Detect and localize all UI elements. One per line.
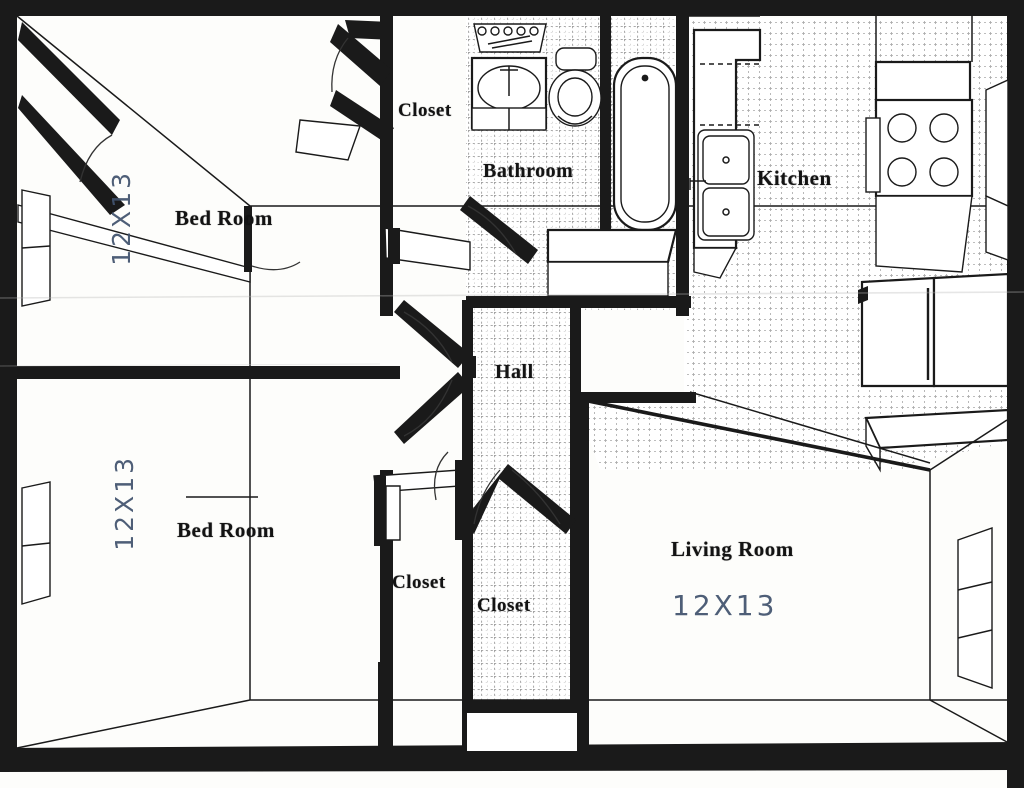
wall-hall-south — [462, 700, 582, 712]
hall-closet-doors — [464, 464, 576, 534]
bathroom-fixtures — [460, 23, 678, 297]
light-bulbs — [477, 26, 539, 36]
kitchen-sink-counter — [689, 28, 762, 279]
hall-threshold — [465, 711, 579, 753]
oven-handle — [865, 117, 881, 193]
bedroom-upper — [17, 20, 471, 307]
bedroom-upper-window — [21, 189, 51, 307]
bedroom-lower-window — [21, 481, 51, 605]
living-room — [578, 391, 1008, 752]
wall-hall-east — [570, 300, 581, 755]
faucet-icon — [500, 66, 518, 96]
wall-between-bedrooms — [0, 366, 400, 379]
bathroom-lower-cabinet — [546, 228, 678, 297]
wall-living-north — [576, 392, 696, 403]
wall-tub-alcove — [600, 16, 611, 246]
kitchen-fixtures — [689, 15, 1010, 473]
bedroom-lower — [21, 451, 468, 752]
refrigerator — [858, 272, 1010, 388]
bathtub — [612, 56, 678, 232]
toilet — [548, 47, 602, 127]
hall-door-upper-bedroom — [394, 300, 476, 444]
kitchen-peninsula — [864, 408, 1010, 473]
bedroom-upper-closet-doors — [295, 20, 471, 271]
bathroom-door — [460, 196, 538, 264]
living-perspective-ceiling — [582, 398, 931, 472]
exterior-wall-right — [1007, 0, 1024, 788]
kitchen-tall-cabinet — [985, 78, 1009, 261]
hall — [394, 300, 582, 753]
sink-faucet — [689, 178, 706, 190]
living-room-window — [957, 527, 993, 689]
exterior-wall-bottom — [0, 742, 1024, 772]
wall-living-west — [578, 400, 589, 752]
exterior-wall-left — [0, 0, 17, 770]
exterior-wall-top — [0, 0, 1024, 16]
wall-bathroom-kitchen — [676, 16, 689, 316]
scan-artifacts — [0, 291, 1024, 367]
wall-bathroom-south — [466, 296, 691, 308]
range-four-burner — [865, 60, 974, 273]
bedroom-upper-door — [17, 22, 301, 283]
